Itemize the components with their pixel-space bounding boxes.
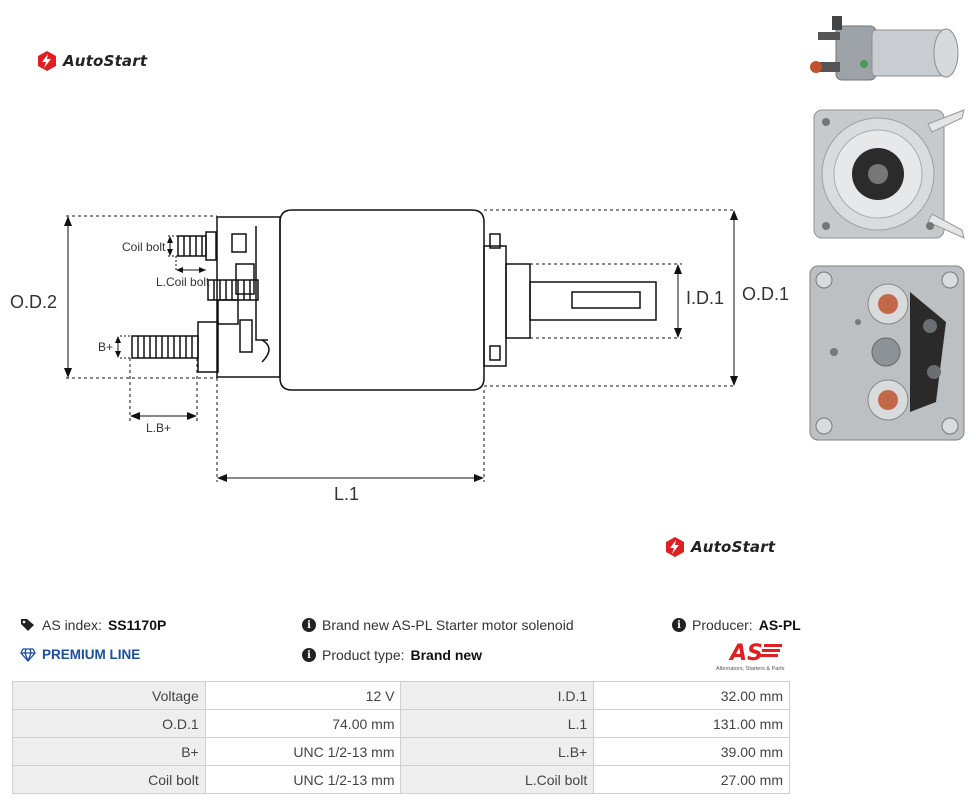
info-icon: i: [302, 618, 316, 632]
spec-label: B+: [12, 737, 206, 766]
solenoid-body: [279, 209, 485, 391]
product-description: i Brand new AS-PL Starter motor solenoid: [302, 617, 574, 633]
autostart-mark-icon: [666, 537, 684, 557]
lb-label: L.B+: [146, 421, 171, 435]
product-description-text: Brand new AS-PL Starter motor solenoid: [322, 617, 574, 633]
coil-bolt-thread: [207, 279, 259, 301]
info-icon: i: [302, 648, 316, 662]
table-row: Coil bolt UNC 1/2-13 mm L.Coil bolt 27.0…: [12, 765, 790, 794]
as-index-value: SS1170P: [107, 617, 167, 633]
id1-label: I.D.1: [686, 288, 724, 308]
spec-label: L.1: [400, 709, 595, 738]
autostart-wordmark: AutoStart: [63, 52, 148, 70]
autostart-logo: AutoStart: [36, 50, 147, 72]
solenoid-front-photo: [813, 109, 965, 239]
l-coil-bolt-label: L.Coil bolt: [156, 275, 210, 289]
table-row: B+ UNC 1/2-13 mm L.B+ 39.00 mm: [12, 737, 790, 766]
autostart-wordmark: AutoStart: [691, 538, 776, 556]
plunger: [529, 281, 657, 321]
spec-value: UNC 1/2-13 mm: [204, 737, 402, 766]
od1-label: O.D.1: [742, 284, 789, 304]
autostart-mark-icon: [38, 51, 56, 71]
spec-label: O.D.1: [12, 709, 206, 738]
premium-line-label: PREMIUM LINE: [42, 647, 141, 662]
od2-label: O.D.2: [10, 292, 57, 312]
spec-label: L.B+: [400, 737, 595, 766]
spec-value: UNC 1/2-13 mm: [204, 765, 402, 794]
producer-value: AS-PL: [758, 617, 801, 633]
tags-icon: [21, 619, 34, 631]
l1-label: L.1: [334, 484, 359, 504]
product-type-value: Brand new: [410, 647, 483, 663]
spec-value: 32.00 mm: [593, 681, 790, 710]
spec-label: Voltage: [12, 681, 206, 710]
as-index: AS index: SS1170P: [20, 617, 166, 633]
coil-bolt: [177, 231, 217, 261]
spec-label: L.Coil bolt: [400, 765, 595, 794]
autostart-logo-bottom: AutoStart: [664, 536, 775, 558]
spec-value: 74.00 mm: [204, 709, 402, 738]
bplus-terminal: [131, 321, 219, 373]
table-row: Voltage 12 V I.D.1 32.00 mm: [12, 681, 790, 710]
spec-label: I.D.1: [400, 681, 595, 710]
plunger-collar: [505, 263, 531, 339]
table-row: O.D.1 74.00 mm L.1 131.00 mm: [12, 709, 790, 738]
spec-value: 27.00 mm: [593, 765, 790, 794]
as-pl-logo: AS Alternators, Starters & Parts: [716, 641, 785, 672]
specs-table: Voltage 12 V I.D.1 32.00 mm O.D.1 74.00 …: [12, 681, 790, 794]
technical-drawing: O.D.2 O.D.1 I.D.1 L.1 L.B+ B+ Coil bolt …: [10, 209, 789, 504]
spec-value: 39.00 mm: [593, 737, 790, 766]
as-index-label: AS index:: [42, 617, 102, 633]
producer: i Producer: AS-PL: [672, 617, 801, 633]
spec-value: 131.00 mm: [593, 709, 790, 738]
coil-bolt-label: Coil bolt: [122, 240, 166, 254]
left-flange: [216, 216, 281, 378]
bplus-label: B+: [98, 340, 113, 354]
diamond-icon: [20, 647, 36, 662]
premium-line: PREMIUM LINE: [20, 647, 140, 662]
product-type: i Product type: Brand new: [302, 647, 482, 663]
producer-label: Producer:: [692, 617, 753, 633]
as-pl-logo-text: AS: [728, 641, 763, 666]
info-icon: i: [672, 618, 686, 632]
solenoid-side-photo: [810, 16, 959, 81]
product-type-label: Product type:: [322, 647, 405, 663]
solenoid-rear-photo: [809, 265, 965, 441]
as-pl-tagline: Alternators, Starters & Parts: [716, 666, 785, 672]
spec-label: Coil bolt: [12, 765, 206, 794]
spec-value: 12 V: [204, 681, 402, 710]
